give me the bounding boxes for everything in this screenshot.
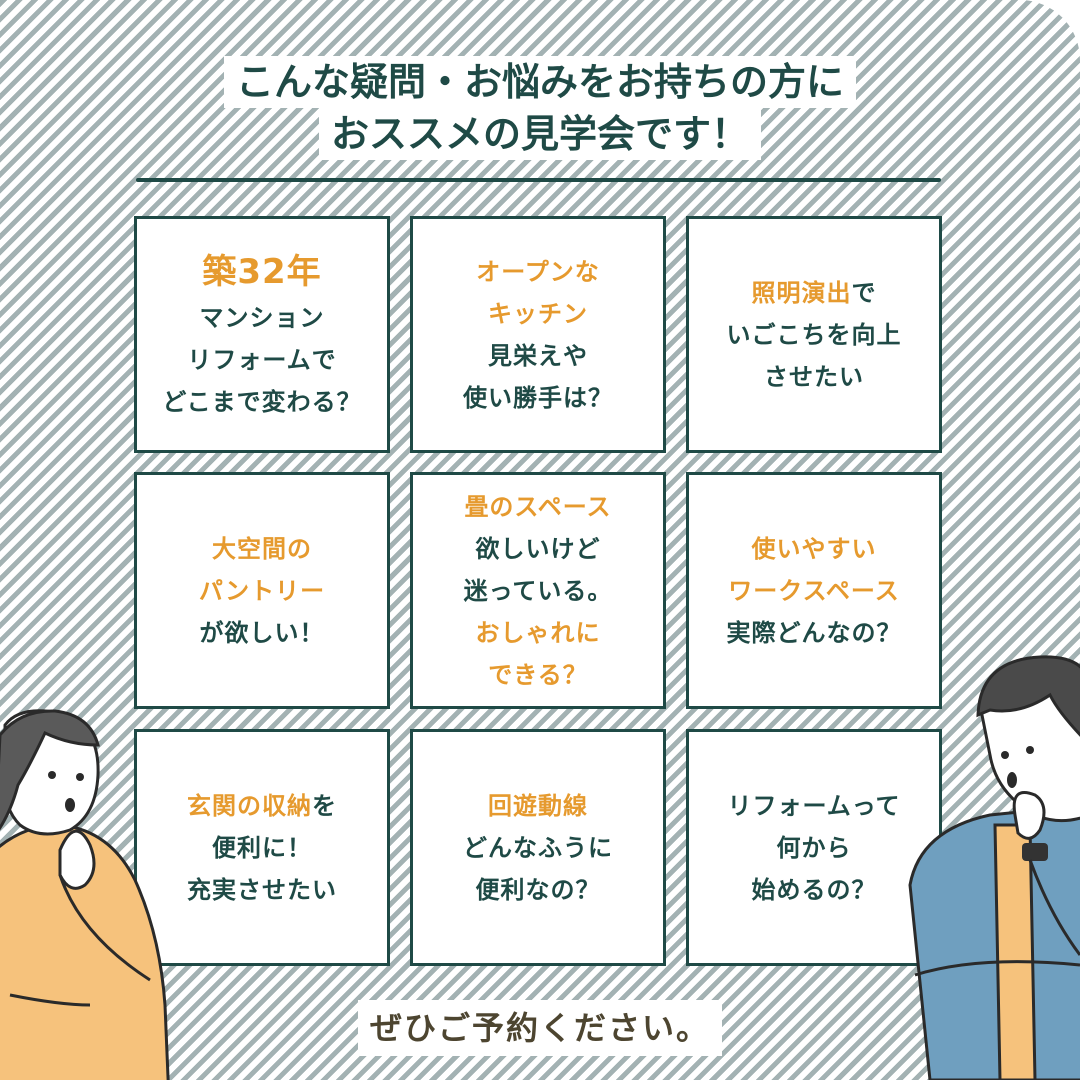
card-text: 玄関の収納 <box>187 791 312 820</box>
question-card: 回遊動線どんなふうに便利なの？ <box>410 729 666 966</box>
card-line: パントリー <box>199 570 325 612</box>
card-line: マンション <box>200 297 325 339</box>
card-text: ワークスペース <box>728 576 900 605</box>
man-thinking-illustration <box>908 655 1080 1080</box>
question-card: 築32年マンションリフォームでどこまで変わる？ <box>134 216 390 453</box>
card-line: リフォームって <box>727 785 900 827</box>
card-line: が欲しい！ <box>200 612 325 654</box>
card-text: を <box>312 791 337 820</box>
card-text: 便利なの？ <box>475 875 601 904</box>
card-line: おしゃれに <box>476 612 601 654</box>
card-text: 始めるの？ <box>751 875 877 904</box>
card-line: ワークスペース <box>728 570 899 612</box>
question-card: オープンなキッチン見栄えや使い勝手は？ <box>410 216 666 453</box>
card-text: 見栄えや <box>488 341 588 370</box>
question-card: 使いやすいワークスペース実際どんなの？ <box>686 472 942 709</box>
card-text: キッチン <box>488 299 588 328</box>
card-text: 欲しいけど <box>475 534 601 563</box>
card-text: 使い勝手は？ <box>463 383 613 412</box>
card-line: 使いやすい <box>752 528 877 570</box>
question-card: 照明演出でいごこちを向上させたい <box>686 216 942 453</box>
title-divider <box>136 178 941 182</box>
card-text: 畳のスペース <box>464 492 612 521</box>
reservation-cta: ぜひご予約ください。 <box>0 1000 1080 1056</box>
card-line: 玄関の収納を <box>187 785 337 827</box>
card-text: が欲しい！ <box>199 618 325 647</box>
card-text: 使いやすい <box>751 534 877 563</box>
card-line: 築32年 <box>202 247 321 297</box>
card-line: いごこちを向上 <box>727 314 902 356</box>
card-line: 充実させたい <box>187 869 337 911</box>
card-text: 実際どんなの？ <box>726 618 902 647</box>
card-line: 迷っている。 <box>464 570 613 612</box>
card-text: いごこちを向上 <box>726 320 902 349</box>
card-line: 便利なの？ <box>476 869 601 911</box>
card-line: 何から <box>777 827 852 869</box>
question-card: 大空間のパントリーが欲しい！ <box>134 472 390 709</box>
title-line-1: こんな疑問・お悩みをお持ちの方に <box>223 56 856 108</box>
card-line: キッチン <box>488 293 588 335</box>
card-text: どんなふうに <box>463 833 613 862</box>
card-text: オープンな <box>476 257 600 286</box>
card-text: パントリー <box>198 576 326 605</box>
card-text: 回遊動線 <box>488 791 588 820</box>
card-text: 照明演出 <box>751 278 852 307</box>
card-text: 迷っている。 <box>463 576 613 605</box>
card-line: 回遊動線 <box>488 785 588 827</box>
card-line: 見栄えや <box>488 335 588 377</box>
card-line: オープンな <box>476 251 600 293</box>
card-line: リフォームで <box>187 339 336 381</box>
card-line: 始めるの？ <box>752 869 877 911</box>
card-line: させたい <box>764 356 864 398</box>
card-text: どこまで変わる？ <box>162 387 362 416</box>
card-text: させたい <box>764 362 864 391</box>
card-text: 便利に！ <box>212 833 312 862</box>
card-line: 便利に！ <box>212 827 312 869</box>
card-text: リフォームって <box>727 791 901 820</box>
card-line: 照明演出で <box>752 272 877 314</box>
reservation-cta-text: ぜひご予約ください。 <box>357 1000 722 1056</box>
card-text: 充実させたい <box>187 875 337 904</box>
page-title: こんな疑問・お悩みをお持ちの方に おススメの見学会です！ <box>0 56 1080 160</box>
card-line: 欲しいけど <box>476 528 601 570</box>
question-card: 玄関の収納を便利に！充実させたい <box>134 729 390 966</box>
card-line: 使い勝手は？ <box>463 377 613 419</box>
question-card: リフォームって何から始めるの？ <box>686 729 942 966</box>
card-line: 実際どんなの？ <box>727 612 902 654</box>
card-text: おしゃれに <box>475 618 601 647</box>
card-text: できる？ <box>488 660 588 689</box>
card-line: どこまで変わる？ <box>162 381 361 423</box>
card-line: 大空間の <box>212 528 312 570</box>
card-text: 何から <box>776 833 852 862</box>
woman-thinking-illustration <box>0 709 170 1080</box>
card-line: できる？ <box>488 654 588 696</box>
title-line-2: おススメの見学会です！ <box>318 108 761 160</box>
card-text: 築32年 <box>202 251 322 292</box>
card-text: 大空間の <box>212 534 312 563</box>
card-line: どんなふうに <box>463 827 613 869</box>
card-text: マンション <box>199 303 325 332</box>
card-text: リフォームで <box>187 345 337 374</box>
card-text: で <box>851 278 877 307</box>
question-card: 畳のスペース欲しいけど迷っている。おしゃれにできる？ <box>410 472 666 709</box>
card-line: 畳のスペース <box>464 486 611 528</box>
